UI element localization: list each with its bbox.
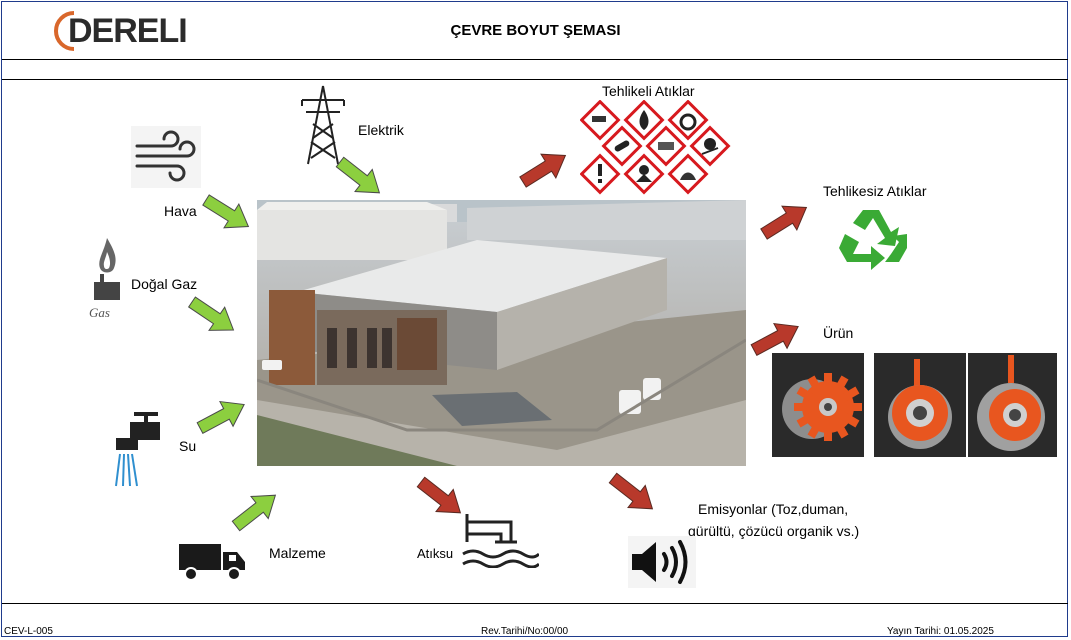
water-label: Su	[179, 438, 197, 454]
non-hazardous-waste-label: Tehlikesiz Atıklar	[823, 183, 927, 199]
header-divider-2	[2, 79, 1068, 80]
company-logo: DERELI	[52, 8, 188, 53]
power-tower-icon	[301, 85, 345, 165]
wastewater-label: Atıksu	[417, 546, 454, 561]
water-tap-icon	[115, 412, 160, 487]
product-image-3	[968, 353, 1057, 457]
gas-icon-text: Gas	[89, 305, 110, 320]
logo-text: DERELI	[68, 12, 188, 50]
document-code: CEV-L-005	[4, 626, 53, 637]
recycle-icon	[839, 210, 907, 270]
product-image-1	[772, 353, 864, 457]
footer-divider	[2, 603, 1068, 604]
electricity-label: Elektrik	[358, 122, 404, 138]
logo-swoosh-icon	[54, 11, 75, 51]
factory-photo	[257, 200, 746, 466]
page-title: ÇEVRE BOYUT ŞEMASI	[450, 22, 621, 39]
emissions-label-line2: gürültü, çözücü organik vs.)	[688, 523, 860, 539]
hazard-symbols-icon	[580, 100, 730, 194]
material-label: Malzeme	[269, 545, 326, 561]
hazardous-waste-label: Tehlikeli Atıklar	[602, 83, 695, 99]
natural-gas-label: Doğal Gaz	[131, 276, 198, 292]
emissions-label-line1: Emisyonlar (Toz,duman,	[698, 501, 849, 517]
publish-date: Yayın Tarihi: 01.05.2025	[887, 626, 994, 637]
speaker-icon	[628, 536, 696, 588]
product-image-2	[874, 353, 966, 457]
air-label: Hava	[164, 203, 197, 219]
wind-icon	[131, 126, 201, 188]
revision-info: Rev.Tarihi/No:00/00	[481, 626, 569, 637]
header-divider	[2, 59, 1068, 60]
wastewater-pipe-icon	[462, 514, 539, 568]
product-label: Ürün	[823, 325, 854, 341]
truck-icon	[179, 544, 245, 581]
gas-flame-icon	[94, 238, 120, 300]
